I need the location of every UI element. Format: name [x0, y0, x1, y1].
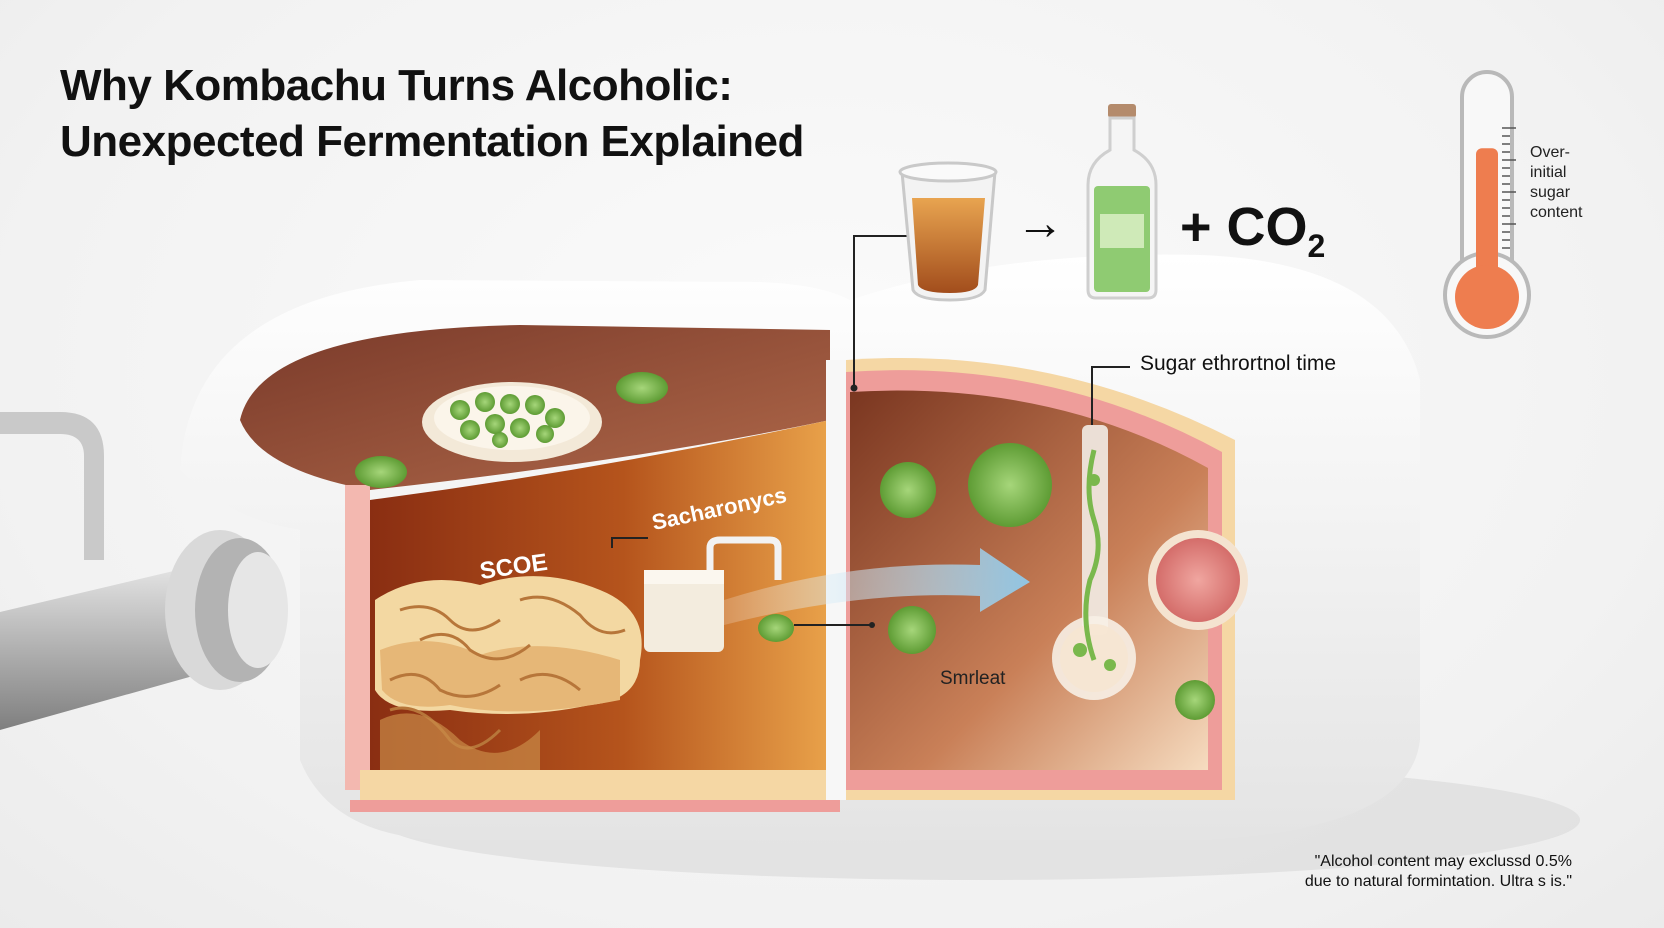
thermometer-label: Over- initial sugar content: [1530, 143, 1582, 223]
equation-plus-co2: + CO2: [1180, 197, 1326, 264]
saccharomyces-device: [644, 536, 782, 652]
footnote: "Alcohol content may exclussd 0.5% due t…: [1305, 852, 1572, 892]
equation-co2-text: + CO: [1180, 197, 1308, 257]
thermometer-icon: [1443, 70, 1531, 339]
right-section-cells: [880, 443, 1248, 720]
thermometer-label-line-2: initial: [1530, 164, 1567, 181]
surface-yeast-cells: [355, 372, 668, 488]
footnote-line-2: due to natural formintation. Ultra s is.…: [1304, 873, 1572, 890]
bottle-icon: [1086, 104, 1158, 300]
title-line-2: Unexpected Fermentation Explained: [60, 117, 804, 166]
floating-scoby-disk: [422, 382, 602, 462]
scoby-mat: [375, 576, 642, 770]
thermometer-label-line-3: sugar: [1530, 184, 1571, 201]
page-title: Why Kombachu Turns Alcoholic: Unexpected…: [60, 58, 804, 170]
sugar-ethanol-flask: [1052, 425, 1136, 700]
label-sugar-ethanol-time: Sugar ethrortnol time: [1140, 352, 1337, 375]
tea-cup-icon: [898, 161, 998, 302]
flow-arrow: [724, 548, 1030, 625]
tea-yeast-cell: [758, 614, 875, 642]
tap-pipe: [0, 412, 288, 730]
footnote-line-1: "Alcohol content may exclussd 0.5%: [1314, 853, 1572, 870]
label-sediment: Smrleat: [940, 668, 1006, 689]
thermometer-label-line-1: Over-: [1530, 144, 1570, 161]
equation-arrow: →: [1016, 197, 1064, 250]
left-bottom-rim: [360, 770, 830, 800]
thermometer-label-line-4: content: [1530, 204, 1583, 221]
left-cutaway-wall: [345, 485, 370, 790]
thermometer-fill: [1476, 148, 1498, 298]
equation-co2-subscript: 2: [1307, 228, 1326, 264]
leader-lines: [611, 235, 1130, 548]
title-line-1: Why Kombachu Turns Alcoholic:: [60, 61, 733, 110]
